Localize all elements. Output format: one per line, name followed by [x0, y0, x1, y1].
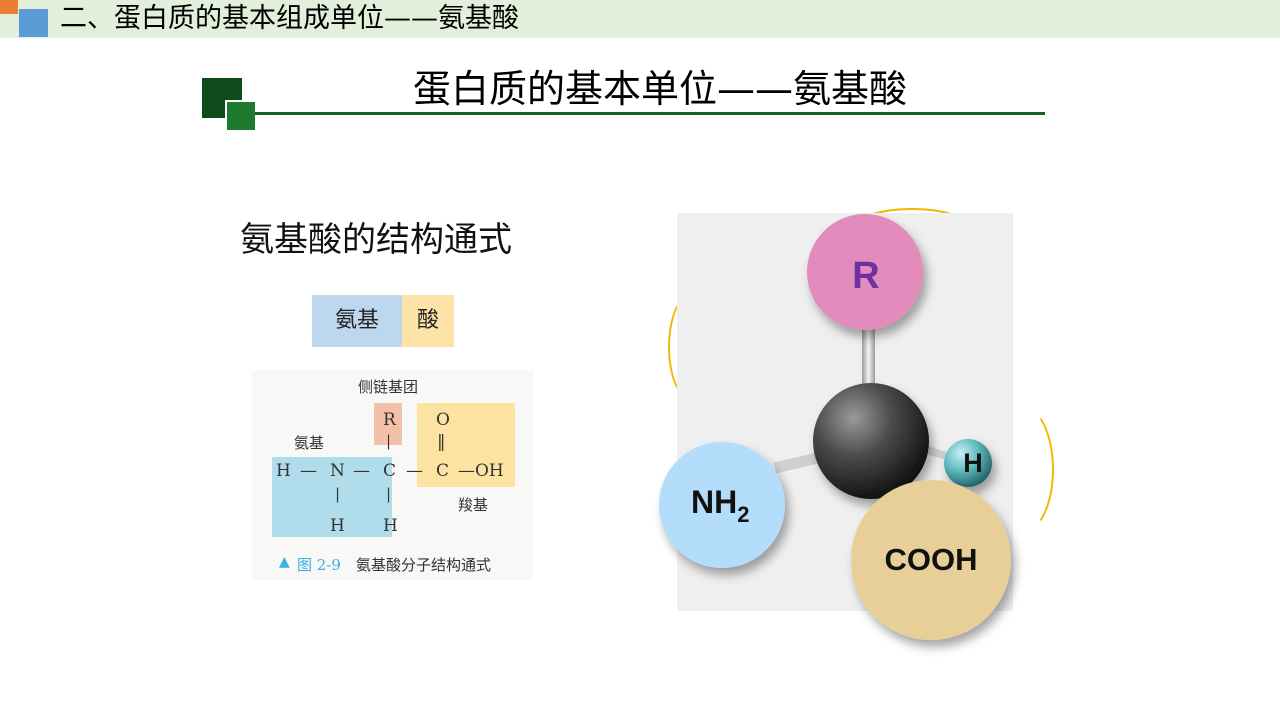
atom-h-n: H [330, 516, 345, 536]
carboxyl-label: 羧基 [458, 496, 489, 514]
atom-c-carboxyl: C [436, 461, 450, 481]
bond-n-h: | [335, 485, 341, 503]
atom-n: N [330, 461, 345, 481]
atom-h-left: H [276, 461, 291, 481]
caption-figure-number: 图 2-9 [297, 556, 341, 574]
atom-r: R [383, 410, 396, 430]
amino-group-ball [659, 442, 785, 568]
r-group-ball [807, 214, 923, 330]
side-chain-label: 侧链基团 [358, 378, 419, 396]
atom-oh: —OH [458, 461, 504, 481]
bond-n-c: — [353, 461, 370, 481]
bond-h-n: — [300, 461, 317, 481]
double-bond: ‖ [437, 432, 446, 452]
header-blue-square [19, 9, 48, 37]
atom-c-alpha: C [383, 461, 397, 481]
header-title: 二、蛋白质的基本组成单位——氨基酸 [60, 3, 519, 34]
carboxyl-group-ball [851, 480, 1011, 640]
r-group-label: R [852, 255, 879, 297]
legend-acid-group: 酸 [402, 295, 454, 347]
slide-title: 蛋白质的基本单位——氨基酸 [412, 67, 907, 111]
bond-c-c: — [406, 461, 423, 481]
legend-amino-group: 氨基 [312, 295, 402, 347]
alpha-carbon-ball [813, 383, 929, 499]
header-orange-square [0, 0, 18, 14]
title-underline [255, 112, 1045, 115]
title-green-square [225, 100, 255, 130]
caption-text: 氨基酸分子结构通式 [356, 556, 492, 574]
decorative-arc-right [990, 405, 1054, 534]
decorative-arc-left [668, 295, 712, 399]
atom-o: O [436, 410, 450, 430]
structural-formula-figure: 侧链基团 氨基 R | O ‖ H — N — C — C —OH | | 羧基… [252, 370, 533, 580]
caption-triangle-icon: ▲ [279, 554, 290, 570]
hydrogen-ball [944, 439, 992, 487]
hydrogen-label: H [963, 448, 983, 478]
amino-group-label: NH2 [691, 484, 749, 527]
carboxyl-highlight [417, 403, 515, 487]
atom-h-c: H [383, 516, 398, 536]
amino-label: 氨基 [294, 434, 325, 452]
decorative-arc-top [850, 208, 974, 252]
bond-c-h: | [386, 485, 392, 503]
r-group-highlight [374, 403, 402, 445]
bond-r-stick [862, 320, 875, 400]
amino-highlight [272, 457, 392, 537]
header-bar [0, 0, 1280, 38]
section-subtitle: 氨基酸的结构通式 [240, 220, 512, 260]
carboxyl-group-label: COOH [885, 542, 978, 577]
bond-r-c: | [386, 432, 392, 450]
